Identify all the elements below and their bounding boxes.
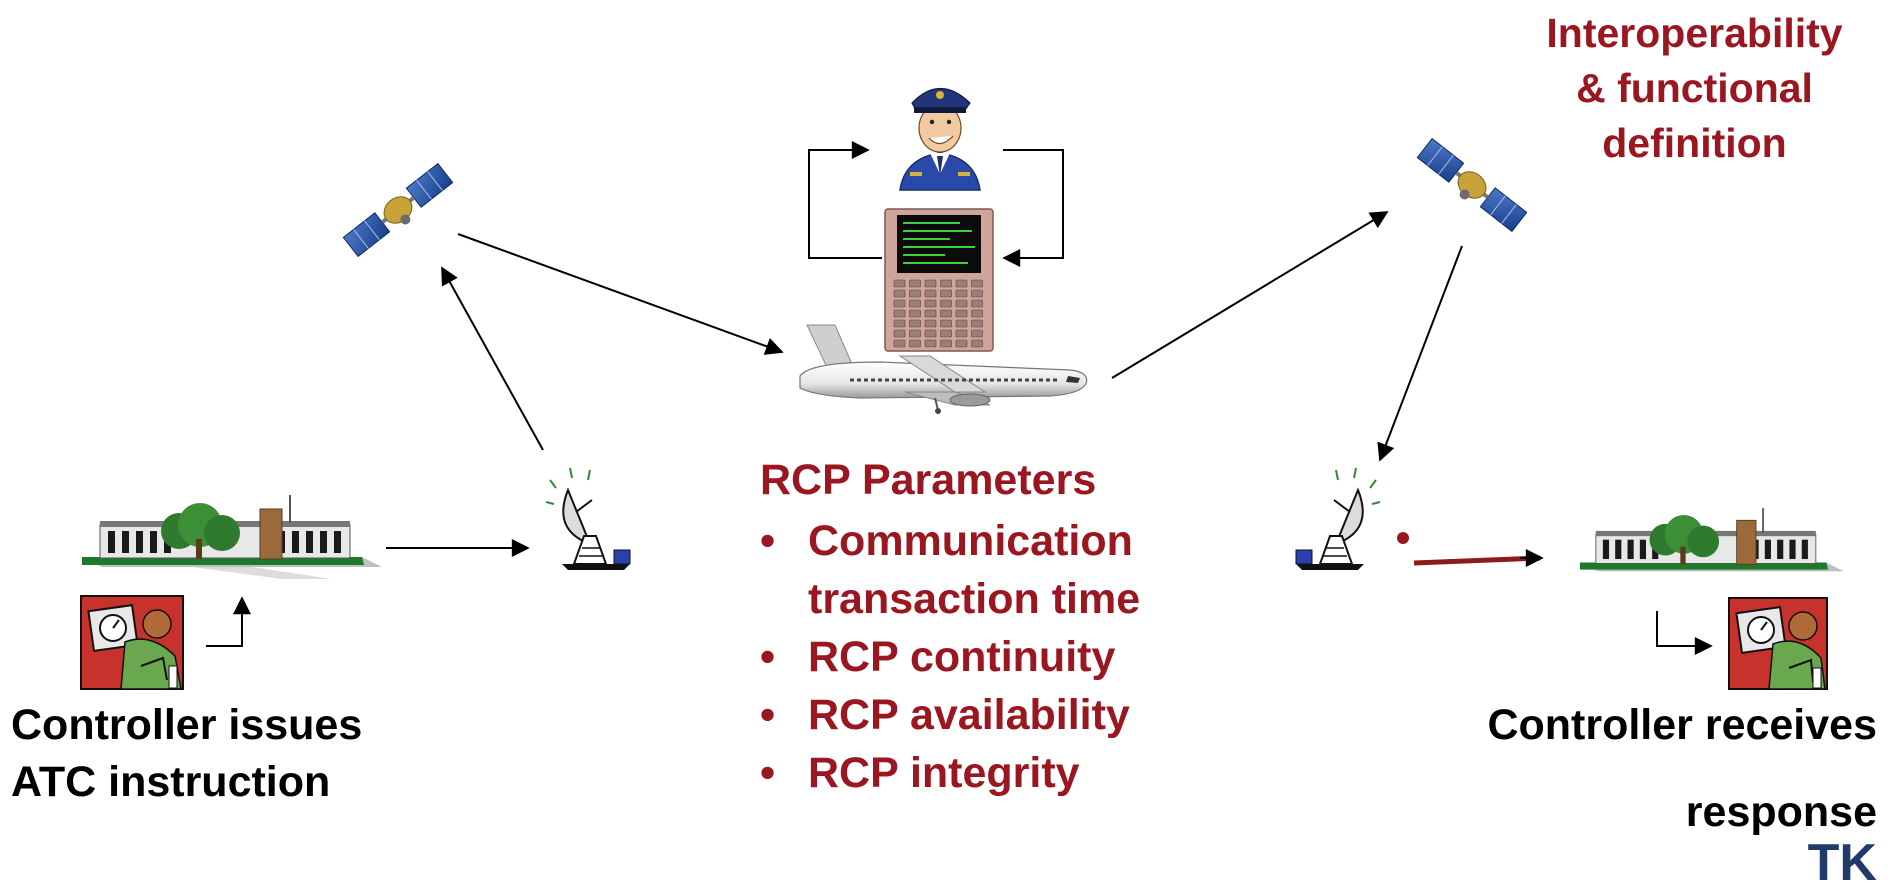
red-dot-marker	[1397, 532, 1409, 544]
mcdu-key	[924, 319, 937, 328]
mcdu-key	[909, 319, 921, 328]
mcdu-key	[893, 279, 906, 288]
ground-station-antenna-icon	[545, 467, 631, 570]
left-caption-line-1: Controller issues	[11, 701, 363, 749]
satellite-icon	[1416, 137, 1528, 233]
mcdu-key	[971, 279, 983, 288]
arrow-satellite-to-antenna-right	[1377, 245, 1463, 462]
left-caption: Controller issues ATC instruction	[11, 697, 362, 811]
mcdu-key	[940, 319, 952, 328]
rcp-item-line: Communication	[808, 517, 1133, 565]
mcdu-key	[971, 309, 983, 318]
interop-line-2: & functional	[1576, 65, 1813, 111]
pilot-icon	[899, 88, 981, 191]
mcdu-key	[955, 329, 968, 338]
bullet-dot: •	[760, 517, 776, 565]
rcp-item-line: RCP availability	[808, 691, 1130, 739]
tk-logo: TK	[1807, 834, 1877, 892]
controller-workstation-icon	[80, 595, 184, 690]
control-center-building-icon	[1580, 508, 1844, 572]
mcdu-key	[909, 279, 921, 288]
mcdu-key	[924, 299, 937, 308]
rcp-item-line: transaction time	[808, 575, 1141, 623]
rcp-item: • RCP continuity	[760, 628, 1140, 686]
rcp-item: • RCP availability	[760, 686, 1140, 744]
mcdu-key	[955, 309, 968, 318]
loop-display-to-pilot	[808, 141, 882, 259]
mcdu-key	[971, 319, 983, 328]
mcdu-key	[924, 289, 937, 298]
mcdu-key	[924, 279, 937, 288]
rcp-parameter-list: • Communication transaction time • RCP c…	[760, 512, 1140, 802]
controller-workstation-icon	[1728, 597, 1828, 690]
mcdu-key	[955, 289, 968, 298]
loop-pilot-to-display	[1002, 149, 1064, 267]
rcp-item-line: RCP integrity	[808, 749, 1080, 797]
mcdu-key	[909, 299, 921, 308]
mcdu-key	[909, 329, 921, 338]
mcdu-key	[971, 289, 983, 298]
mcdu-key	[955, 299, 968, 308]
mcdu-key	[893, 289, 906, 298]
mcdu-key	[893, 299, 906, 308]
rcp-item: • Communication transaction time	[760, 512, 1140, 628]
bullet-dot: •	[760, 691, 776, 739]
arrow-workstation-to-building-left	[206, 596, 251, 647]
bullet-dot: •	[760, 749, 776, 797]
mcdu-key	[971, 329, 983, 338]
left-caption-line-2: ATC instruction	[11, 758, 331, 806]
mcdu-key	[955, 279, 968, 288]
mcdu-key	[940, 339, 952, 348]
right-caption-line-2: response	[1685, 788, 1877, 836]
airplane-icon	[799, 324, 1088, 414]
interoperability-title: Interoperability & functional definition	[1522, 6, 1867, 171]
mcdu-key	[909, 289, 921, 298]
arrow-antenna-to-satellite-left	[441, 266, 544, 451]
mcdu-key	[909, 339, 921, 348]
mcdu-key	[971, 299, 983, 308]
mcdu-key	[940, 299, 952, 308]
arrow-building-to-workstation-right	[1656, 611, 1713, 655]
arrow-antenna-to-building-right	[1413, 555, 1541, 566]
mcdu-key	[940, 329, 952, 338]
mcdu-key	[893, 309, 906, 318]
connectors	[206, 141, 1713, 655]
bullet-dot: •	[760, 633, 776, 681]
mcdu-key	[893, 319, 906, 328]
interop-line-3: definition	[1602, 120, 1787, 166]
mcdu-key	[940, 309, 952, 318]
control-center-building-icon	[82, 495, 382, 579]
mcdu-key	[971, 339, 983, 348]
satellite-icon	[342, 162, 454, 258]
rcp-item-line: RCP continuity	[808, 633, 1116, 681]
mcdu-key	[940, 279, 952, 288]
arrow-aircraft-to-satellite-right	[1111, 211, 1389, 379]
mcdu-key	[924, 309, 937, 318]
interop-line-1: Interoperability	[1546, 10, 1843, 56]
mcdu-key	[924, 339, 937, 348]
rcp-item: • RCP integrity	[760, 744, 1140, 802]
arrow-satellite-to-aircraft	[457, 233, 784, 355]
mcdu-key	[893, 339, 906, 348]
mcdu-key	[924, 329, 937, 338]
mcdu-key	[955, 319, 968, 328]
right-caption-line-1: Controller receives	[1487, 701, 1877, 749]
mcdu-key	[893, 329, 906, 338]
mcdu-key	[940, 289, 952, 298]
cockpit-display-unit-icon	[884, 208, 994, 352]
ground-station-antenna-icon	[1295, 467, 1381, 570]
rcp-heading: RCP Parameters	[760, 456, 1097, 504]
mcdu-key	[909, 309, 921, 318]
mcdu-key	[955, 339, 968, 348]
